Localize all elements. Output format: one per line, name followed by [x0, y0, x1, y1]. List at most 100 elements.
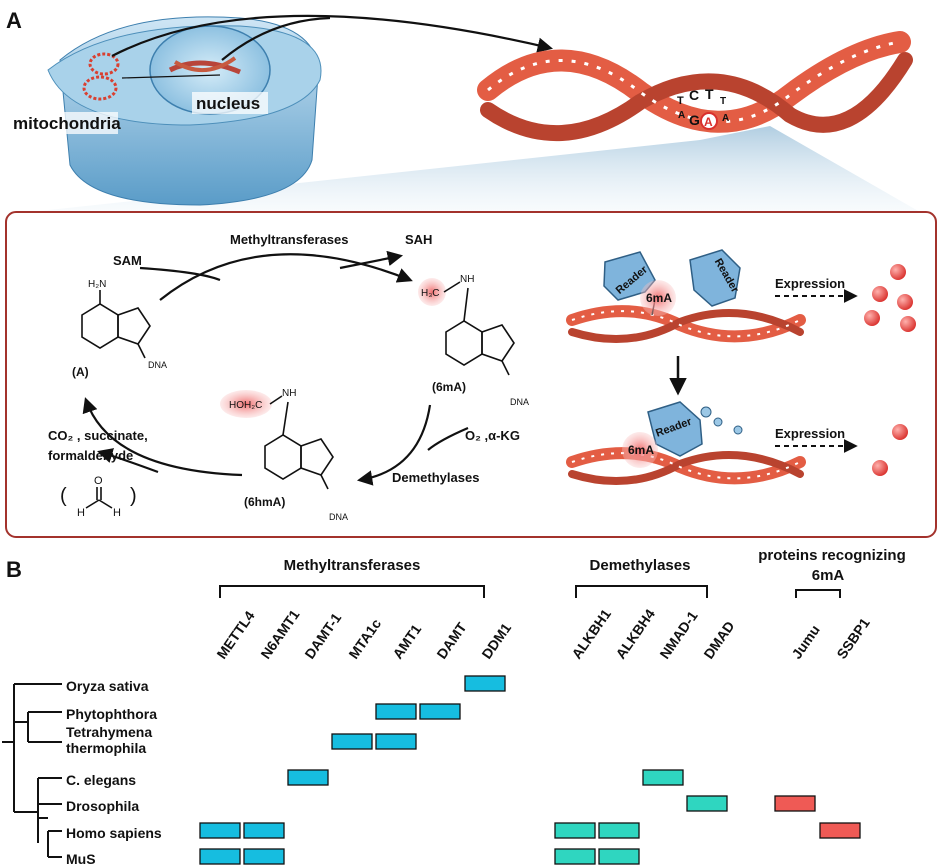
- protein-dot: [897, 294, 913, 310]
- cell-illustration: mitochondria nucleus: [10, 16, 322, 206]
- m6a-structure: H₃C NH (6mA) DNA: [418, 274, 529, 407]
- mitochondria-label: mitochondria: [13, 114, 121, 133]
- presence-cell-nmad-1: [642, 769, 684, 786]
- reader-released-state: Reader 6mA Expression: [566, 401, 908, 486]
- presence-cell-dmad: [686, 795, 728, 812]
- protein-dot: [872, 460, 888, 476]
- group-bracket-methyltransferases: [219, 585, 485, 598]
- expression-label-top: Expression: [775, 276, 845, 291]
- base-a1: A: [678, 110, 685, 121]
- column-header-mta1c: MTA1c: [345, 616, 384, 662]
- fragment-dot: [733, 425, 743, 435]
- column-header-amt1: AMT1: [389, 621, 424, 662]
- organism-label: MuS: [66, 851, 96, 866]
- group-bracket-readers: [795, 589, 841, 598]
- phylogenetic-tree: [2, 683, 62, 858]
- panel-a-label: A: [6, 8, 22, 33]
- protein-dot: [890, 264, 906, 280]
- demethylases-label: Demethylases: [392, 470, 479, 485]
- protein-dot: [900, 316, 916, 332]
- reader-bound-state: Reader Reader 6mA Expression: [566, 249, 916, 344]
- mark-6ma-bottom-label: 6mA: [628, 443, 654, 457]
- mechanism-box: [5, 211, 937, 538]
- formaldehyde-structure: ( O H H ): [60, 475, 137, 519]
- presence-cell-alkbh1: [554, 848, 596, 865]
- presence-cell-damt-1: [287, 769, 329, 786]
- protein-dot: [892, 424, 908, 440]
- modified-adenine-circle: [700, 112, 718, 130]
- base-a-modified: A: [704, 115, 713, 129]
- mark-6ma-top-label: 6mA: [646, 291, 672, 305]
- presence-cells: [199, 675, 861, 865]
- adenine-nh2: H₂N: [88, 279, 106, 290]
- organism-labels: Oryza sativaPhytophthoraTetrahymenatherm…: [66, 678, 162, 866]
- presence-cell-damt: [419, 703, 461, 720]
- methyltransferases-label: Methyltransferases: [230, 232, 349, 247]
- hm6a-dna: DNA: [329, 512, 348, 522]
- group-header-methyltransferases: Methyltransferases: [284, 557, 421, 574]
- m6a-methyl: H₃C: [421, 288, 440, 299]
- m6a-dna: DNA: [510, 397, 529, 407]
- presence-cell-alkbh4: [598, 848, 640, 865]
- presence-cell-amt1: [375, 733, 417, 750]
- byproducts-line1: CO₂ , succinate,: [48, 428, 148, 443]
- organism-label: Homo sapiens: [66, 825, 162, 841]
- presence-cell-mta1c: [331, 733, 373, 750]
- column-header-alkbh1: ALKBH1: [568, 606, 614, 662]
- column-header-dmad: DMAD: [700, 618, 737, 662]
- dna-helix-large: T C T T A G A A: [477, 31, 913, 142]
- column-header-ssbp1: SSBP1: [833, 615, 873, 662]
- protein-dot: [872, 286, 888, 302]
- byproducts-line2: formaldehyde: [48, 448, 133, 463]
- reader-protein-2: [689, 249, 741, 307]
- methylation-arrow: [159, 253, 413, 301]
- base-a2: A: [722, 113, 729, 124]
- hydroxymethyl-highlight: [220, 390, 272, 418]
- adenine-dna: DNA: [148, 360, 167, 370]
- base-t1: T: [677, 95, 684, 107]
- fragment-dot: [713, 417, 723, 427]
- m6a-nh: NH: [460, 274, 474, 285]
- base-t2: T: [705, 86, 714, 102]
- paren-open: (: [60, 485, 67, 507]
- sam-label: SAM: [113, 253, 142, 268]
- hm6a-group: HOH₂C: [229, 400, 262, 411]
- mark-6ma-bottom: [622, 432, 658, 468]
- sah-label: SAH: [405, 232, 432, 247]
- presence-cell-jumu: [774, 795, 816, 812]
- formaldehyde-h1: H: [77, 507, 85, 519]
- cell-to-dna-arrow: [111, 14, 553, 57]
- presence-cell-n6amt1: [243, 848, 285, 865]
- group-header-readers: proteins recognizing: [758, 547, 906, 564]
- presence-cell-ssbp1: [819, 822, 861, 839]
- column-header-alkbh4: ALKBH4: [612, 606, 658, 662]
- presence-cell-alkbh1: [554, 822, 596, 839]
- adenine-structure: H₂N (A) DNA: [72, 279, 167, 379]
- organism-label: Phytophthora: [66, 706, 157, 722]
- presence-cell-mettl4: [199, 848, 241, 865]
- formaldehyde-h2: H: [113, 507, 121, 519]
- hm6a-nh: NH: [282, 388, 296, 399]
- column-header-ddm1: DDM1: [478, 620, 514, 662]
- group-header-demethylases: Demethylases: [590, 557, 691, 574]
- protein-dot: [864, 310, 880, 326]
- column-header-jumu: Jumu: [788, 622, 823, 662]
- organism-label-line2: thermophila: [66, 740, 146, 756]
- base-t3: T: [720, 96, 726, 107]
- fragment-dot: [700, 406, 712, 418]
- oxidation-return-arrow: [82, 397, 243, 477]
- organism-label: Oryza sativa: [66, 678, 149, 694]
- mark-6ma-top: [640, 280, 676, 316]
- demethylation-arrow: [356, 404, 432, 486]
- cofactors-label: O₂ ,α-KG: [465, 428, 520, 443]
- presence-cell-n6amt1: [243, 822, 285, 839]
- base-c: C: [689, 87, 699, 103]
- column-header-damt: DAMT: [433, 619, 470, 662]
- base-g: G: [689, 112, 700, 128]
- group-header-readers-2: 6mA: [812, 567, 845, 584]
- hm6a-label: (6hmA): [244, 495, 285, 509]
- adenine-label: (A): [72, 365, 89, 379]
- presence-cell-alkbh4: [598, 822, 640, 839]
